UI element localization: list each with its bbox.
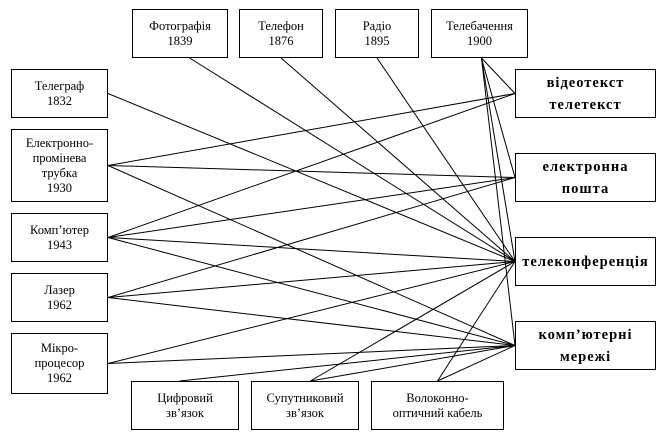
connection-computer-to-teleconf [107, 237, 516, 262]
connection-crt-to-videotext [107, 93, 516, 166]
connection-computer-to-networks [107, 237, 516, 346]
connection-crt-to-networks [107, 165, 516, 346]
connection-laser-to-networks [107, 297, 516, 346]
connection-radio-to-teleconf [376, 57, 516, 262]
tech-box-television: Телебачення 1900 [431, 9, 528, 58]
tech-box-laser: Лазер 1962 [11, 273, 108, 322]
connection-phone-to-teleconf [280, 57, 516, 262]
app-box-videotext: відеотекст телетекст [515, 69, 656, 118]
tech-box-fiber-optic: Волоконно- оптичний кабель [371, 381, 504, 430]
connection-digital-to-networks [179, 345, 516, 382]
connection-laser-to-teleconf [107, 261, 516, 298]
connection-micro-to-networks [107, 345, 516, 364]
tech-box-satellite-communication: Супутниковий зв’язок [251, 381, 359, 430]
connection-micro-to-teleconf [107, 261, 516, 364]
connection-satellite-to-networks [310, 345, 516, 382]
tech-box-digital-communication: Цифровий зв’язок [131, 381, 239, 430]
connection-fiber-to-networks [437, 345, 516, 382]
tech-box-crt: Електронно- промінева трубка 1930 [11, 129, 108, 202]
tech-box-computer: Комп’ютер 1943 [11, 213, 108, 262]
tech-box-radio: Радіо 1895 [335, 9, 419, 58]
connection-fiber-to-teleconf [437, 261, 516, 382]
connection-tv-to-networks [480, 57, 516, 346]
connection-computer-to-videotext [107, 93, 516, 238]
connection-satellite-to-teleconf [310, 261, 516, 382]
connection-tv-to-teleconf [480, 57, 516, 262]
connection-photo-to-teleconf [189, 57, 516, 262]
connection-computer-to-email [107, 177, 516, 238]
connection-telegraph-to-teleconf [107, 93, 516, 262]
tech-box-microprocessor: Мікро- процесор 1962 [11, 333, 108, 394]
tech-box-photography: Фотографія 1839 [132, 9, 228, 58]
connection-crt-to-email [107, 165, 516, 178]
connection-tv-to-email [480, 57, 516, 178]
tech-box-telegraph: Телеграф 1832 [11, 69, 108, 118]
tech-box-telephone: Телефон 1876 [239, 9, 323, 58]
connection-laser-to-email [107, 177, 516, 298]
app-box-teleconference: телеконференція [515, 237, 656, 286]
app-box-computer-networks: комп’ютерні мережі [515, 321, 656, 370]
connection-tv-to-videotext [481, 57, 516, 94]
app-box-email: електронна пошта [515, 153, 656, 202]
